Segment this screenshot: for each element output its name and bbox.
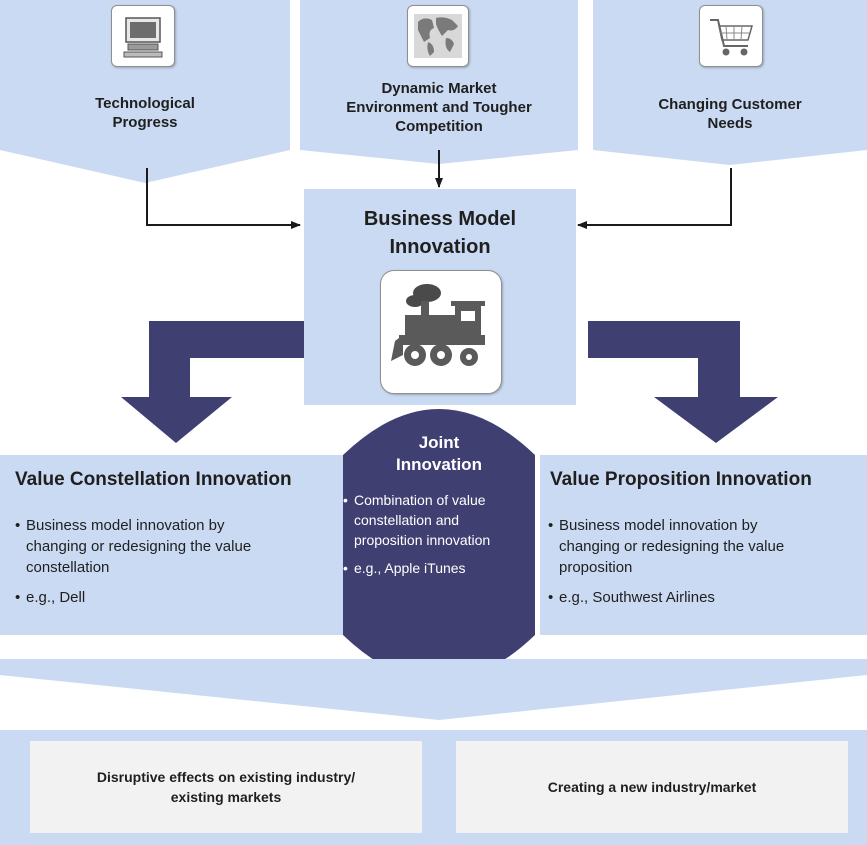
driver-shape-technological — [0, 0, 290, 183]
outcome-disruptive-text: Disruptive effects on existing industry/… — [97, 767, 355, 807]
computer-icon-box — [111, 5, 175, 67]
joint-innovation-title-line1: Joint — [418, 433, 460, 452]
driver-shape-customer — [593, 0, 867, 165]
driver-shape-market — [300, 0, 578, 164]
driver-label-market-line3: Competition — [395, 118, 483, 135]
joint-innovation-bullet-1-line2: constellation and — [354, 512, 460, 528]
locomotive-icon — [391, 284, 485, 366]
right-elbow-arrow — [588, 321, 778, 443]
joint-innovation-title: Joint Innovation — [343, 432, 535, 476]
value-proposition-bullet-2: e.g., Southwest Airlines — [548, 587, 858, 608]
locomotive-icon-box — [380, 270, 502, 394]
world-map-icon-box — [407, 5, 469, 67]
value-proposition-bullet-1-line3: proposition — [559, 559, 633, 576]
world-map-icon — [414, 14, 462, 58]
driver-label-market-line2: Environment and Tougher — [346, 99, 532, 116]
value-constellation-bullet-2-text: e.g., Dell — [26, 589, 86, 606]
business-model-title-line1: Business Model — [363, 208, 517, 230]
value-constellation-bullet-1: Business model innovation by changing or… — [15, 515, 335, 578]
joint-innovation-bullet-1-line3: proposition innovation — [354, 532, 491, 548]
value-constellation-bullet-1-line1: Business model innovation by — [26, 517, 225, 534]
left-elbow-arrow — [121, 321, 304, 443]
driver-label-technological: Technological Progress — [40, 94, 250, 132]
value-proposition-bullets: Business model innovation by changing or… — [548, 515, 858, 608]
outcome-disruptive-line1: Disruptive effects on existing industry/ — [96, 769, 356, 785]
value-constellation-bullets: Business model innovation by changing or… — [15, 515, 335, 608]
driver-label-market-line1: Dynamic Market — [381, 80, 497, 97]
connector-customer — [577, 168, 732, 229]
value-constellation-title: Value Constellation Innovation — [15, 469, 292, 490]
joint-innovation-bullet-2: e.g., Apple iTunes — [343, 558, 539, 578]
value-proposition-bullet-1: Business model innovation by changing or… — [548, 515, 858, 578]
outcome-new-industry-line1: Creating a new industry/market — [547, 779, 757, 795]
driver-label-technological-line2: Progress — [112, 114, 178, 131]
driver-label-customer-line1: Changing Customer — [658, 96, 802, 113]
joint-innovation-bullet-1-line1: Combination of value — [354, 492, 486, 508]
connector-technological — [146, 168, 301, 229]
value-proposition-bullet-2-text: e.g., Southwest Airlines — [559, 589, 715, 606]
bottom-chevron — [0, 659, 867, 720]
value-constellation-bullet-2: e.g., Dell — [15, 587, 335, 608]
outcome-box-disruptive: Disruptive effects on existing industry/… — [30, 741, 422, 833]
outcome-disruptive-line2: existing markets — [170, 789, 282, 805]
joint-innovation-bullet-1: Combination of value constellation and p… — [343, 490, 539, 550]
outcome-box-new-industry: Creating a new industry/market — [456, 741, 848, 833]
driver-label-customer-line2: Needs — [707, 115, 753, 132]
joint-innovation-title-line2: Innovation — [396, 455, 482, 474]
value-constellation-bullet-1-line3: constellation — [26, 559, 110, 576]
value-proposition-bullet-1-line1: Business model innovation by — [559, 517, 758, 534]
driver-label-market: Dynamic Market Environment and Tougher C… — [319, 79, 559, 136]
value-constellation-bullet-1-line2: changing or redesigning the value — [26, 538, 252, 555]
shopping-cart-icon — [710, 19, 753, 56]
business-model-title-line2: Innovation — [389, 236, 491, 258]
joint-innovation-bullets: Combination of value constellation and p… — [343, 490, 539, 578]
computer-icon — [123, 17, 163, 58]
joint-innovation-bullet-2-text: e.g., Apple iTunes — [354, 560, 466, 576]
value-proposition-bullet-1-line2: changing or redesigning the value — [559, 538, 785, 555]
shopping-cart-icon-box — [699, 5, 763, 67]
driver-label-technological-line1: Technological — [95, 95, 195, 112]
business-model-title: Business Model Innovation — [304, 205, 576, 261]
driver-label-customer: Changing Customer Needs — [620, 95, 840, 133]
value-proposition-title: Value Proposition Innovation — [550, 469, 812, 490]
